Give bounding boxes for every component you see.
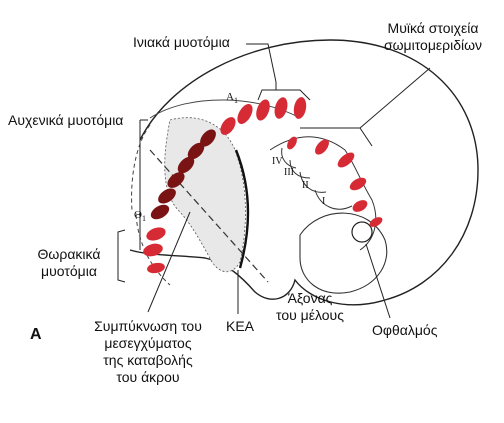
myotome bbox=[254, 98, 273, 123]
label-mesenchyme-line2: μεσεγχύματος bbox=[70, 335, 226, 352]
arch-i bbox=[315, 190, 352, 209]
myotome bbox=[146, 262, 165, 275]
myotome bbox=[272, 96, 289, 120]
label-limb-axis-line2: του μέλους bbox=[262, 307, 358, 324]
label-thoracic-myotomes: Θωρακικά μυοτόμια bbox=[20, 246, 118, 280]
myotome bbox=[234, 101, 255, 126]
label-mesenchyme: Συμπύκνωση του μεσεγχύματος της καταβολή… bbox=[70, 318, 226, 386]
myotome bbox=[312, 137, 331, 157]
label-thoracic-line2: μυοτόμια bbox=[20, 263, 118, 280]
label-somitomere-line1: Μυϊκά στοιχεία bbox=[370, 20, 496, 37]
leader-lines bbox=[118, 44, 430, 318]
myotome bbox=[348, 175, 369, 193]
bracket-cervical bbox=[140, 120, 148, 250]
label-mesenchyme-line1: Συμπύκνωση του bbox=[70, 318, 226, 335]
arch-iv bbox=[282, 148, 296, 168]
label-thoracic-line1: Θωρακικά bbox=[20, 246, 118, 263]
label-occipital-myotomes: Ινιακά μυοτόμια bbox=[133, 34, 230, 51]
label-mesenchyme-line3: της καταβολής bbox=[70, 352, 226, 369]
label-theta1: Θ1 bbox=[134, 209, 146, 223]
label-arch-iv: IV bbox=[272, 156, 283, 167]
label-cns: ΚΕΑ bbox=[226, 318, 254, 335]
label-somitomere: Μυϊκά στοιχεία σωμιτομεριδίων bbox=[370, 20, 496, 54]
eye-circle bbox=[352, 222, 372, 242]
panel-label: A bbox=[30, 326, 42, 343]
label-limb-axis-line1: Άξονας bbox=[262, 290, 358, 307]
myotome bbox=[145, 225, 168, 243]
thoracic-myotomes bbox=[142, 225, 168, 275]
myotome bbox=[148, 202, 171, 222]
label-arch-i: I bbox=[322, 196, 325, 207]
label-a1: A1 bbox=[226, 91, 238, 105]
label-mesenchyme-line4: του άκρου bbox=[70, 369, 226, 386]
label-somitomere-line2: σωμιτομεριδίων bbox=[370, 37, 496, 54]
myotome bbox=[285, 135, 299, 151]
leader-somitomere bbox=[360, 68, 430, 128]
somitomere-elements bbox=[285, 135, 384, 229]
myotome bbox=[351, 198, 370, 215]
myotome bbox=[292, 96, 308, 120]
bracket-thoracic bbox=[118, 230, 125, 282]
myotome bbox=[335, 150, 357, 171]
leader-mesenchyme bbox=[148, 212, 190, 312]
label-arch-ii: II bbox=[302, 180, 309, 191]
label-arch-iii: III bbox=[284, 167, 294, 178]
label-eye: Οφθαλμός bbox=[372, 322, 437, 339]
label-limb-axis: Άξονας του μέλους bbox=[262, 290, 358, 324]
label-cervical-myotomes: Αυχενικά μυοτόμια bbox=[8, 112, 123, 129]
myotome bbox=[142, 242, 164, 259]
